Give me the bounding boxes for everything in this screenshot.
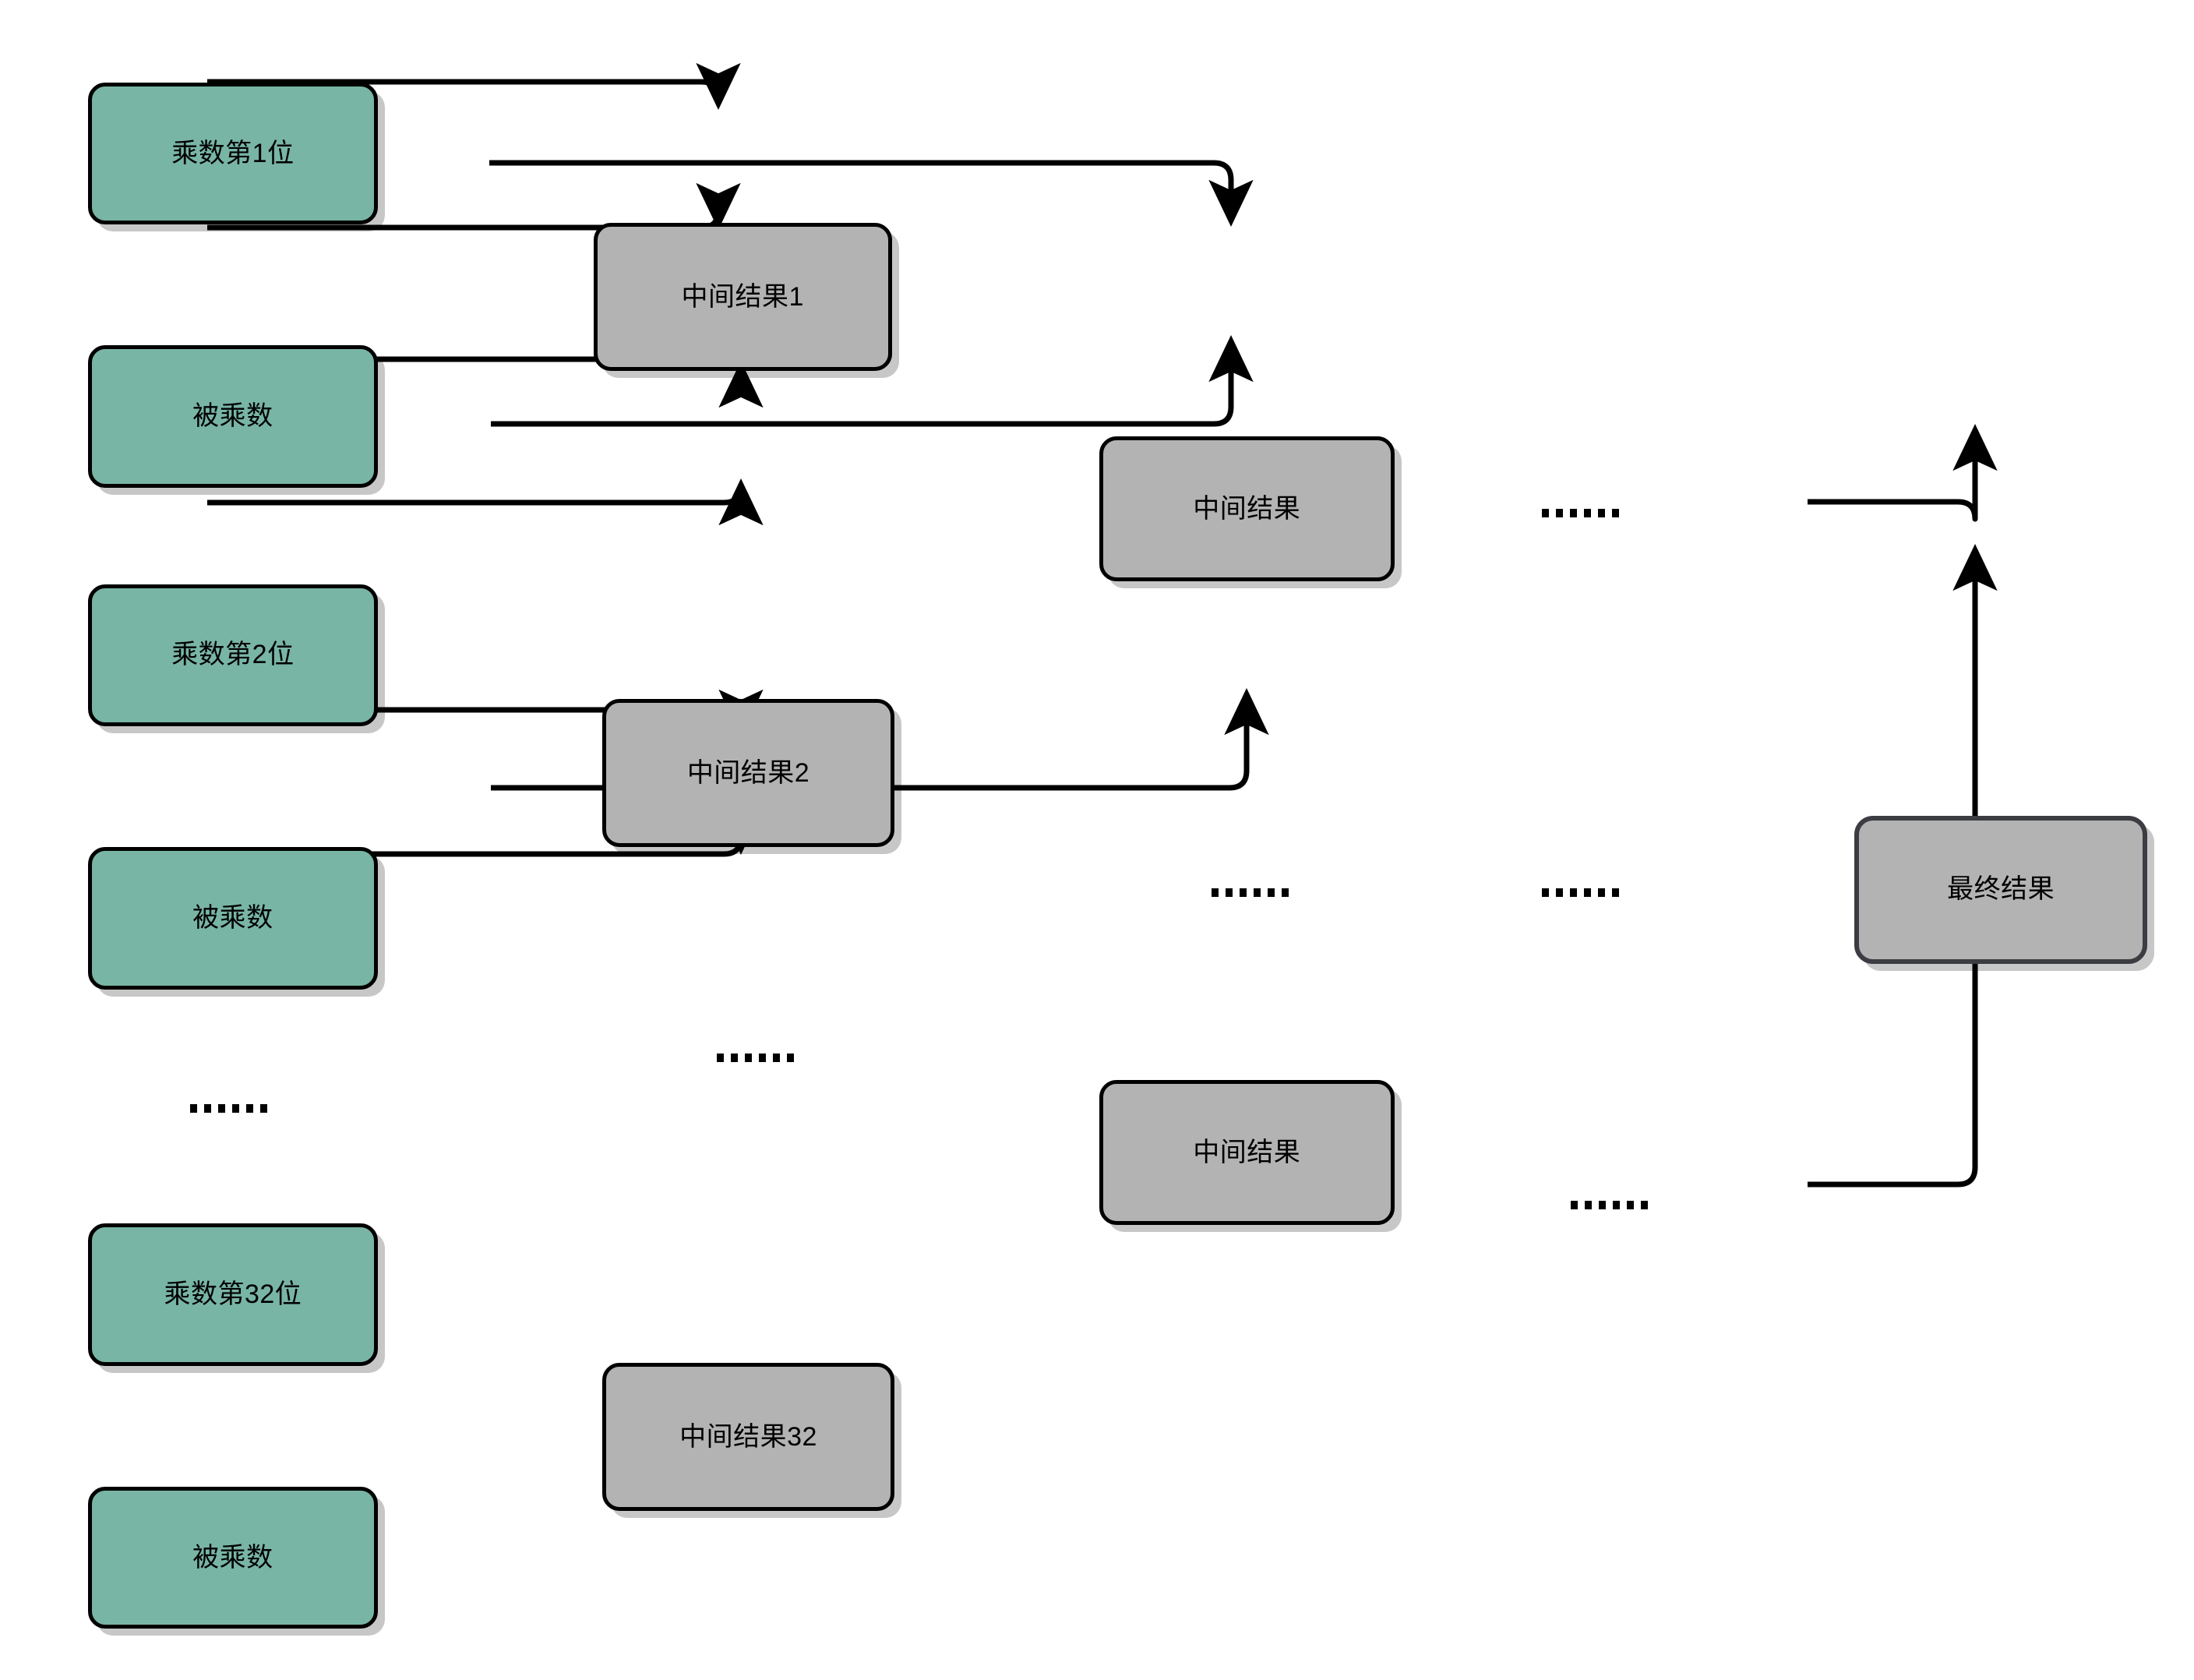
node-label: 中间结果32 [679,1421,817,1452]
node-multiplicand-2[interactable]: 被乘数 [88,847,378,990]
ellipsis-far-left [190,1104,268,1114]
ellipsis-left-column [717,1053,795,1062]
node-label: 被乘数 [192,1542,273,1572]
node-label: 乘数第2位 [171,640,295,670]
node-label: 乘数第1位 [171,138,295,168]
node-multiplier-bit-2[interactable]: 乘数第2位 [88,584,378,727]
node-label: 中间结果 [1193,1137,1301,1167]
node-label: 中间结果2 [686,757,810,788]
node-label: 中间结果 [1193,493,1301,524]
node-multiplier-bit-32[interactable]: 乘数第32位 [88,1223,378,1366]
node-label: 被乘数 [192,401,273,432]
node-label: 中间结果1 [681,281,804,312]
edge-upper-bus-to-final [1808,423,1998,522]
node-intermediate-sum-lower[interactable]: 中间结果 [1099,1080,1395,1226]
node-label: 最终结果 [1947,874,2055,905]
ellipsis-right-of-sum-a [1542,509,1620,517]
node-multiplicand-1[interactable]: 被乘数 [88,345,378,488]
node-multiplier-bit-1[interactable]: 乘数第1位 [88,82,378,225]
edge-partial1-to-suma [489,160,1254,228]
ellipsis-mid-row-right [1542,888,1620,898]
node-final-result[interactable]: 最终结果 [1854,815,2147,964]
ellipsis-mid-row [1211,888,1289,898]
node-label: 乘数第32位 [164,1279,302,1310]
node-multiplicand-32[interactable]: 被乘数 [88,1486,378,1629]
node-partial-result-1[interactable]: 中间结果1 [593,223,892,372]
node-partial-result-32[interactable]: 中间结果32 [601,1363,895,1511]
node-label: 被乘数 [192,902,273,933]
node-intermediate-sum-upper[interactable]: 中间结果 [1099,436,1395,582]
node-partial-result-2[interactable]: 中间结果2 [601,699,895,848]
ellipsis-lower-right [1570,1201,1648,1210]
